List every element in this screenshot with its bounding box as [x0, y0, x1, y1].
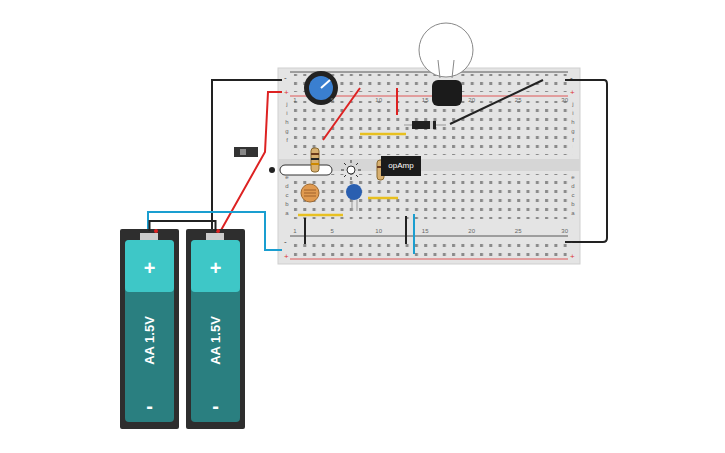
polarity-mark: - [212, 396, 219, 416]
photoresistor-body [280, 165, 332, 175]
column-number: 5 [331, 228, 334, 234]
row-letter: i [572, 110, 573, 116]
column-number: 1 [293, 228, 296, 234]
row-letter: e [285, 174, 288, 180]
row-letter: g [285, 128, 288, 134]
column-number: 20 [468, 97, 475, 103]
row-letter: f [286, 137, 288, 143]
row-letter: h [285, 119, 288, 125]
row-letter: e [571, 174, 574, 180]
battery-holder [120, 229, 179, 429]
rail-mark: + [284, 253, 289, 261]
row-letter: b [285, 201, 288, 207]
column-number: 15 [422, 97, 429, 103]
rail-mark: - [284, 238, 287, 246]
row-letter: h [571, 119, 574, 125]
row-letter: j [286, 101, 287, 107]
rail-mark: + [570, 89, 575, 97]
rail-mark: + [570, 253, 575, 261]
row-letter: g [571, 128, 574, 134]
rail-mark: - [570, 238, 573, 246]
column-number: 1 [293, 97, 296, 103]
battery-holder [186, 229, 245, 429]
row-letter: j [572, 101, 573, 107]
polarity-mark: + [144, 258, 156, 278]
row-letter: a [571, 210, 574, 216]
row-letter: b [571, 201, 574, 207]
column-number: 30 [561, 228, 568, 234]
slide-switch [234, 147, 258, 157]
column-number: 20 [468, 228, 475, 234]
column-number: 25 [515, 228, 522, 234]
row-letter: d [285, 183, 288, 189]
rail-mark: - [570, 74, 573, 82]
row-letter: c [572, 192, 575, 198]
diode [412, 121, 436, 129]
row-letter: d [571, 183, 574, 189]
battery: + AA 1.5V - [191, 240, 240, 422]
resistor-symbol [311, 148, 319, 172]
photoresistor [301, 184, 319, 202]
column-number: 25 [515, 97, 522, 103]
opamp-chip: opAmp [381, 156, 421, 176]
series-wire [150, 221, 216, 231]
polarity-mark: - [146, 396, 153, 416]
row-letter: a [285, 210, 288, 216]
column-number: 30 [561, 97, 568, 103]
polarity-mark: + [210, 258, 222, 278]
potentiometer [304, 71, 338, 105]
row-letter: c [286, 192, 289, 198]
black-wire [565, 80, 607, 242]
battery-rating: AA 1.5V [143, 316, 156, 365]
battery: + AA 1.5V - [125, 240, 174, 422]
rail-mark: + [284, 89, 289, 97]
black-wire [212, 80, 282, 232]
rail-mark: - [284, 74, 287, 82]
row-letter: i [286, 110, 287, 116]
row-letter: f [572, 137, 574, 143]
battery-rating: AA 1.5V [209, 316, 222, 365]
breadboard [278, 68, 580, 264]
capacitor [346, 184, 362, 200]
light-bulb [419, 23, 473, 77]
column-number: 15 [422, 228, 429, 234]
chip-label: opAmp [388, 162, 413, 170]
column-number: 10 [375, 228, 382, 234]
column-number: 5 [331, 97, 334, 103]
column-number: 10 [375, 97, 382, 103]
